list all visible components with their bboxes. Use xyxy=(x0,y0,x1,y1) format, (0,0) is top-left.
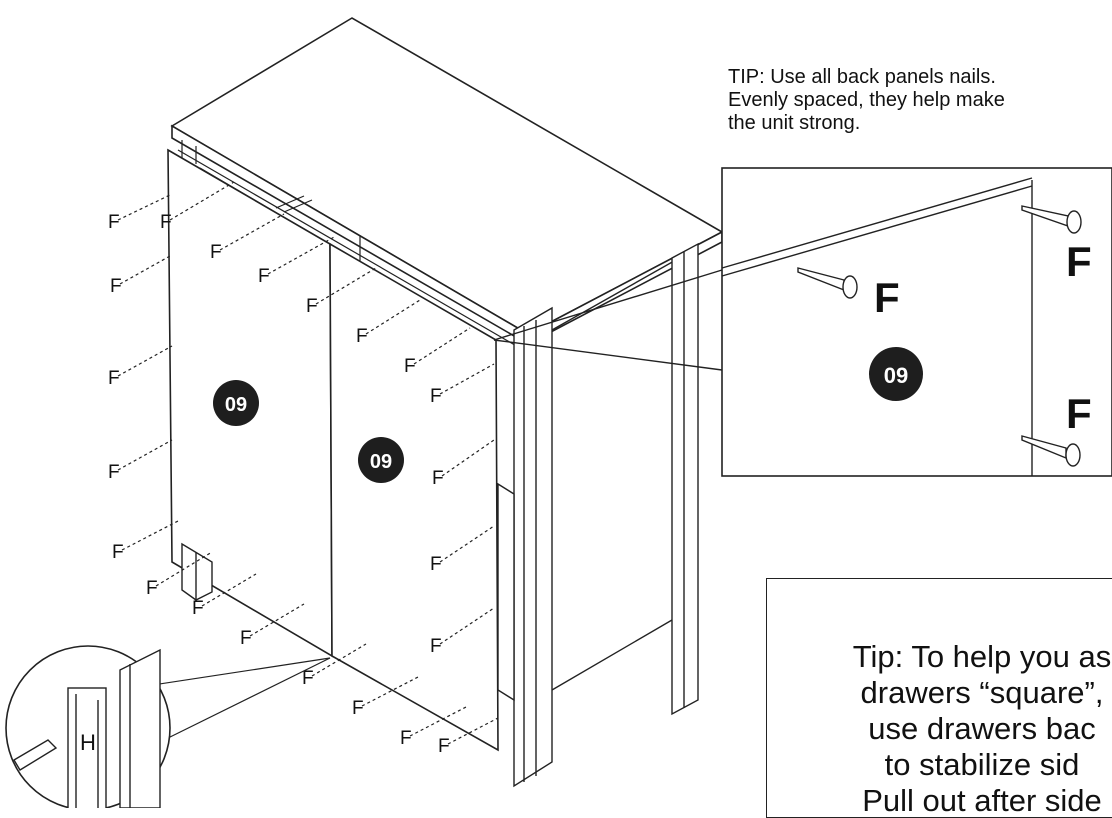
nail-label: F xyxy=(146,578,158,599)
nail-label: F xyxy=(160,212,172,233)
nail-line xyxy=(121,519,181,551)
detail-nail-label: F xyxy=(874,274,900,321)
tip-top-line: the unit strong. xyxy=(728,112,861,134)
nail-line xyxy=(219,213,285,251)
nail-label: F xyxy=(110,276,122,297)
nail-label: F xyxy=(108,368,120,389)
tip-box: Tip: To help you as drawers “square”, us… xyxy=(766,578,1112,818)
nail-label: F xyxy=(356,326,368,347)
nail-line xyxy=(361,675,421,707)
joint-label: H xyxy=(80,730,96,755)
tip-top-line: TIP: Use all back panels nails. xyxy=(728,66,996,88)
nail-line xyxy=(169,181,235,221)
nail-line xyxy=(439,363,495,395)
nail-line xyxy=(311,643,367,677)
nail-line xyxy=(439,525,495,563)
nail-line xyxy=(117,439,173,471)
nail-label: F xyxy=(210,242,222,263)
nail-icon xyxy=(797,267,858,299)
tip-box-line: use drawers bac xyxy=(868,711,1096,746)
nail-labels: F F F F F F F F F F F F F F F F F F F F F F xyxy=(108,212,450,757)
nail-label: F xyxy=(306,296,318,317)
nail-line xyxy=(249,603,305,637)
nail-label: F xyxy=(112,542,124,563)
panel-label-right: 09 xyxy=(370,451,392,473)
detail-callout-wedge xyxy=(493,269,723,371)
nail-line xyxy=(409,705,469,737)
nail-label: F xyxy=(192,598,204,619)
nail-line xyxy=(441,439,495,477)
nail-label: F xyxy=(302,668,314,689)
nail-lines xyxy=(117,181,499,745)
nail-line xyxy=(413,327,471,365)
panel-badge-left: 09 xyxy=(213,380,259,426)
cabinet-side xyxy=(497,242,699,788)
nail-line xyxy=(119,255,171,285)
tip-top-line: Evenly spaced, they help make xyxy=(728,89,1005,111)
nail-label: F xyxy=(258,266,270,287)
nail-label: F xyxy=(404,356,416,377)
nail-line xyxy=(365,299,421,335)
nail-label: F xyxy=(438,736,450,757)
nail-line xyxy=(201,573,257,607)
nail-label: F xyxy=(352,698,364,719)
nail-label: F xyxy=(430,554,442,575)
detail-inset: F F F 09 xyxy=(721,167,1112,477)
nail-line xyxy=(117,193,173,221)
nail-label: F xyxy=(108,462,120,483)
nail-line xyxy=(267,235,337,275)
nail-icon xyxy=(1021,435,1081,467)
right-back-panel xyxy=(329,242,499,752)
nail-label: F xyxy=(432,468,444,489)
tip-top-text: TIP: Use all back panels nails. Evenly s… xyxy=(728,66,1108,135)
nail-icon xyxy=(1021,205,1082,234)
nail-label: F xyxy=(108,212,120,233)
nail-label: F xyxy=(400,728,412,749)
detail-nail-label: F xyxy=(1066,238,1092,285)
cabinet-front-leg xyxy=(181,542,213,601)
tip-box-line: Pull out after side xyxy=(862,783,1102,818)
nail-label: F xyxy=(430,636,442,657)
joint-detail: H xyxy=(5,645,331,808)
nail-line xyxy=(155,551,213,587)
panel-badge-right: 09 xyxy=(358,437,404,483)
detail-nail-label: F xyxy=(1066,390,1092,437)
nail-line xyxy=(439,607,495,645)
tip-box-line: Tip: To help you as xyxy=(852,639,1112,674)
nail-line xyxy=(117,345,173,377)
tip-box-line: to stabilize sid xyxy=(884,747,1080,782)
nail-label: F xyxy=(240,628,252,649)
panel-label-detail: 09 xyxy=(884,363,908,388)
nail-label: F xyxy=(430,386,442,407)
panel-label-left: 09 xyxy=(225,394,247,416)
tip-box-line: drawers “square”, xyxy=(860,675,1104,710)
